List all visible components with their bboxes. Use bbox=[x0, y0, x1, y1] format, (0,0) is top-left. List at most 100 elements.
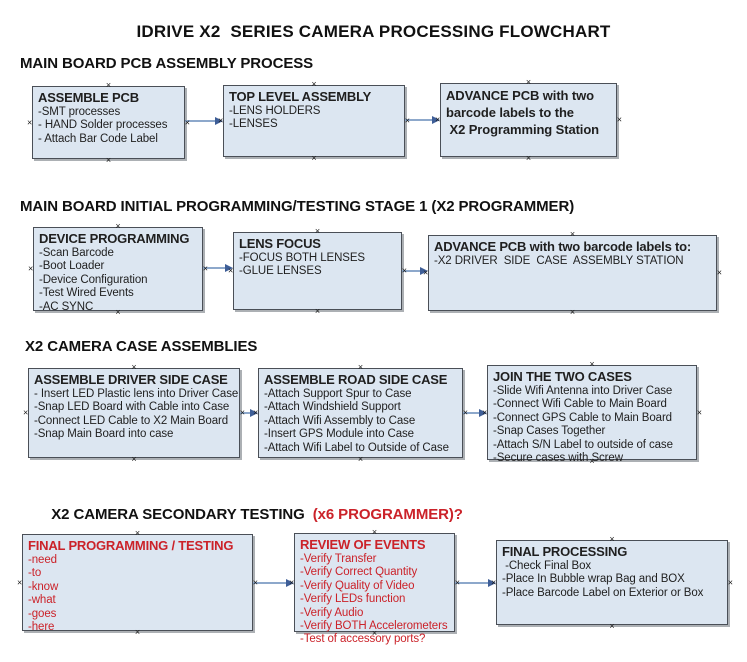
box-line: -Attach S/N Label to outside of case bbox=[493, 438, 673, 451]
box-line: -Check Final Box bbox=[502, 560, 592, 572]
connection-point-icon: × bbox=[404, 115, 410, 126]
arrow-right-icon bbox=[463, 408, 487, 418]
box-line: -FOCUS BOTH LENSES bbox=[239, 252, 365, 264]
connection-point-icon: × bbox=[115, 307, 121, 317]
flow-box-advance-pcb-programming: × × × × ADVANCE PCB with two barcode lab… bbox=[435, 78, 622, 163]
arrow-right-icon bbox=[455, 578, 496, 588]
connection-point-icon: × bbox=[696, 407, 702, 417]
box-line: -Boot Loader bbox=[39, 260, 105, 273]
box-title: ASSEMBLE DRIVER SIDE CASE bbox=[34, 372, 228, 387]
box-line: -Attach Windshield Support bbox=[264, 401, 401, 414]
section-heading-case-assemblies: X2 CAMERA CASE ASSEMBLIES bbox=[25, 338, 258, 355]
connection-point-icon: × bbox=[131, 454, 137, 464]
box-line: -Secure cases with Screw bbox=[493, 452, 623, 465]
page-title: IDRIVE X2 SERIES CAMERA PROCESSING FLOWC… bbox=[136, 22, 611, 41]
box-line: -Test Wired Events bbox=[39, 287, 134, 300]
connection-point-icon: × bbox=[609, 621, 615, 631]
box-line: -Connect Wifi Cable to Main Board bbox=[493, 398, 667, 411]
connection-point-icon: × bbox=[105, 80, 112, 90]
box-line: -to bbox=[28, 567, 42, 580]
box-title: FINAL PROCESSING bbox=[502, 544, 628, 559]
box-title: DEVICE PROGRAMMING bbox=[39, 231, 190, 246]
box-line: -AC SYNC bbox=[39, 300, 94, 313]
box-line: - Insert LED Plastic lens into Driver Ca… bbox=[34, 388, 239, 400]
connection-point-icon: × bbox=[727, 577, 733, 587]
flow-box-assemble-pcb: × × × × ASSEMBLE PCB -SMT processes - HA… bbox=[27, 81, 190, 165]
flow-box-final-processing: × × × × FINAL PROCESSING -Check Final Bo… bbox=[491, 535, 733, 631]
connection-point-icon: × bbox=[134, 627, 141, 637]
box-line: -Connect LED Cable to X2 Main Board bbox=[34, 414, 229, 427]
arrow-right-icon bbox=[253, 578, 294, 588]
connection-point-icon: × bbox=[202, 263, 208, 274]
section-heading-red-part: (x6 PROGRAMMER)? bbox=[312, 506, 463, 523]
section-heading-initial-programming: MAIN BOARD INITIAL PROGRAMMING/TESTING S… bbox=[20, 198, 575, 215]
box-title: LENS FOCUS bbox=[239, 236, 321, 251]
box-line: -GLUE LENSES bbox=[239, 265, 322, 278]
box-line: -Place Barcode Label on Exterior or Box bbox=[502, 586, 704, 599]
connection-point-icon: × bbox=[569, 307, 576, 317]
box-line: -Device Configuration bbox=[39, 273, 148, 286]
arrow-right-icon bbox=[402, 266, 428, 276]
section-heading-secondary-testing: X2 CAMERA SECONDARY TESTING(x6 PROGRAMME… bbox=[35, 489, 463, 540]
box-line: - Attach Bar Code Label bbox=[38, 132, 158, 145]
connection-point-icon: × bbox=[228, 265, 234, 276]
box-line: -Snap Cases Together bbox=[493, 425, 606, 438]
box-line: -Connect GPS Cable to Main Board bbox=[493, 411, 672, 424]
box-line: -Scan Barcode bbox=[39, 247, 114, 259]
box-line: -Verify Audio bbox=[300, 606, 364, 619]
box-line: ADVANCE PCB with two bbox=[446, 88, 594, 103]
connection-point-icon: × bbox=[28, 263, 34, 274]
box-line: -Insert GPS Module into Case bbox=[264, 428, 414, 441]
connection-point-icon: × bbox=[115, 221, 121, 231]
flow-box-review-of-events: × × × × REVIEW OF EVENTS -Verify Transfe… bbox=[289, 528, 460, 646]
box-title: ASSEMBLE ROAD SIDE CASE bbox=[264, 372, 448, 387]
box-line: -Verify BOTH Accelerometers bbox=[300, 620, 448, 633]
connection-point-icon: × bbox=[609, 534, 615, 544]
arrow-right-icon bbox=[203, 263, 233, 273]
connection-point-icon: × bbox=[314, 226, 321, 236]
connection-point-icon: × bbox=[357, 362, 364, 372]
box-line: -Attach Wifi Label to Outside of Case bbox=[264, 441, 449, 454]
connection-point-icon: × bbox=[131, 362, 137, 372]
box-title: JOIN THE TWO CASES bbox=[493, 369, 632, 384]
connection-point-icon: × bbox=[525, 77, 532, 87]
box-line: -LENSES bbox=[229, 118, 278, 131]
box-line: -Snap LED Board with Cable into Case bbox=[34, 401, 230, 414]
arrow-right-icon bbox=[240, 408, 258, 418]
connection-point-icon: × bbox=[17, 577, 23, 587]
connection-point-icon: × bbox=[314, 306, 321, 316]
flow-box-device-programming: × × × × DEVICE PROGRAMMING -Scan Barcode… bbox=[28, 222, 208, 317]
connection-point-icon: × bbox=[311, 153, 317, 163]
box-line: -what bbox=[28, 594, 56, 607]
connection-point-icon: × bbox=[525, 153, 532, 163]
flow-box-assemble-road-side-case: × × × × ASSEMBLE ROAD SIDE CASE -Attach … bbox=[253, 363, 468, 464]
box-line: -Verify Correct Quantity bbox=[300, 566, 418, 579]
arrow-right-icon bbox=[185, 116, 223, 126]
box-title: FINAL PROGRAMMING / TESTING bbox=[28, 538, 234, 553]
flow-box-lens-focus: × × × × LENS FOCUS -FOCUS BOTH LENSES -G… bbox=[228, 227, 407, 316]
connection-point-icon: × bbox=[134, 528, 141, 538]
connection-point-icon: × bbox=[462, 407, 468, 418]
connection-point-icon: × bbox=[491, 577, 497, 587]
box-line: -Attach Wifi Assembly to Case bbox=[264, 414, 416, 427]
flow-box-advance-pcb-driver-side: × × × × ADVANCE PCB with two barcode lab… bbox=[423, 230, 722, 317]
box-line: -SMT processes bbox=[38, 106, 121, 118]
box-line: -need bbox=[28, 554, 57, 566]
connection-point-icon: × bbox=[184, 117, 190, 127]
connection-point-icon: × bbox=[616, 114, 622, 125]
section-heading-pcb-assembly: MAIN BOARD PCB ASSEMBLY PROCESS bbox=[20, 55, 314, 72]
box-line: -Place In Bubble wrap Bag and BOX bbox=[502, 573, 685, 586]
box-line: -Test of accessory ports? bbox=[300, 633, 426, 646]
box-line: -Attach Support Spur to Case bbox=[264, 388, 412, 400]
flow-box-assemble-driver-side-case: × × × × ASSEMBLE DRIVER SIDE CASE - Inse… bbox=[23, 363, 245, 464]
box-line: -X2 DRIVER SIDE CASE ASSEMBLY STATION bbox=[434, 255, 684, 267]
connection-point-icon: × bbox=[482, 407, 488, 417]
flow-box-final-programming-testing: × × × × FINAL PROGRAMMING / TESTING -nee… bbox=[17, 529, 258, 637]
connection-point-icon: × bbox=[239, 407, 245, 418]
connection-point-icon: × bbox=[23, 407, 29, 418]
box-line: -Verify Transfer bbox=[300, 553, 377, 565]
connection-point-icon: × bbox=[589, 359, 595, 369]
box-line: -Verify Quality of Video bbox=[300, 579, 415, 592]
connection-point-icon: × bbox=[589, 456, 595, 466]
